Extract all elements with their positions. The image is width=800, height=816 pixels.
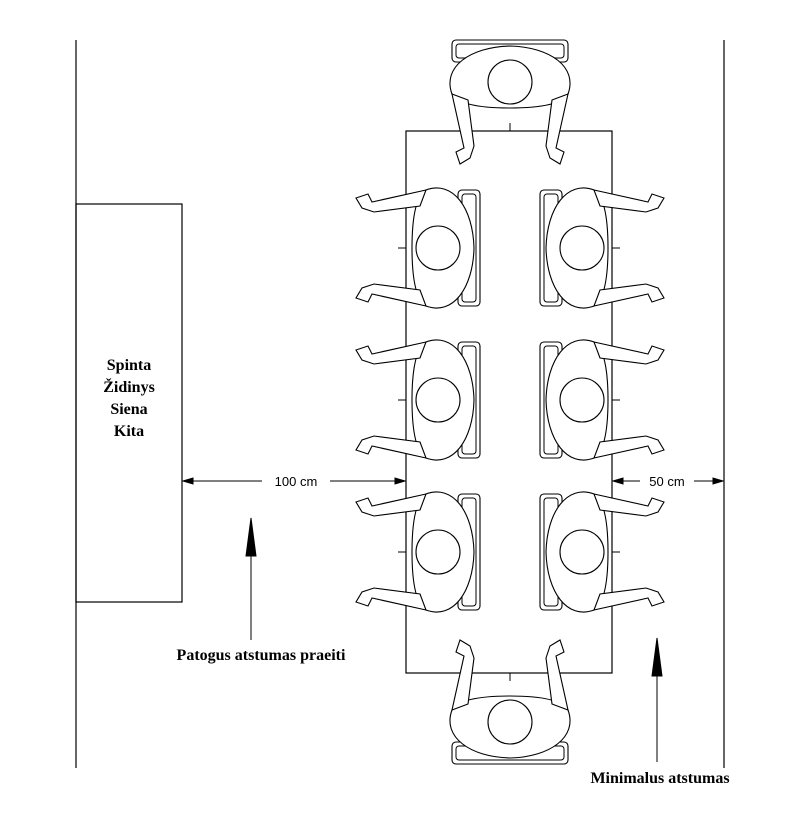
person-left-2 <box>355 339 481 461</box>
person-bottom <box>449 639 571 765</box>
cabinet-label-2: Židinys <box>103 377 155 396</box>
person-left-3 <box>355 491 481 613</box>
person-right-3 <box>539 491 665 613</box>
person-top <box>449 39 571 165</box>
note-comfortable: Patogus atstumas praeiti <box>177 647 346 664</box>
dimension-passage-label: 100 cm <box>275 474 318 489</box>
dining-table <box>405 130 613 674</box>
table-place-marks <box>398 123 620 681</box>
person-left-1 <box>355 187 481 309</box>
leader-arrow-comfortable <box>245 517 257 640</box>
person-right-2 <box>539 339 665 461</box>
cabinet-label-1: Spinta <box>107 357 151 374</box>
note-minimum: Minimalus atstumas <box>590 770 729 787</box>
dimension-passage <box>181 477 407 485</box>
cabinet-label-4: Kita <box>114 423 144 440</box>
person-right-1 <box>539 187 665 309</box>
leader-arrow-minimum <box>651 637 663 762</box>
cabinet-block <box>75 203 183 603</box>
dimension-minimum-label: 50 cm <box>649 474 684 489</box>
cabinet-label-3: Siena <box>110 401 147 418</box>
dimension-minimum <box>611 477 725 485</box>
